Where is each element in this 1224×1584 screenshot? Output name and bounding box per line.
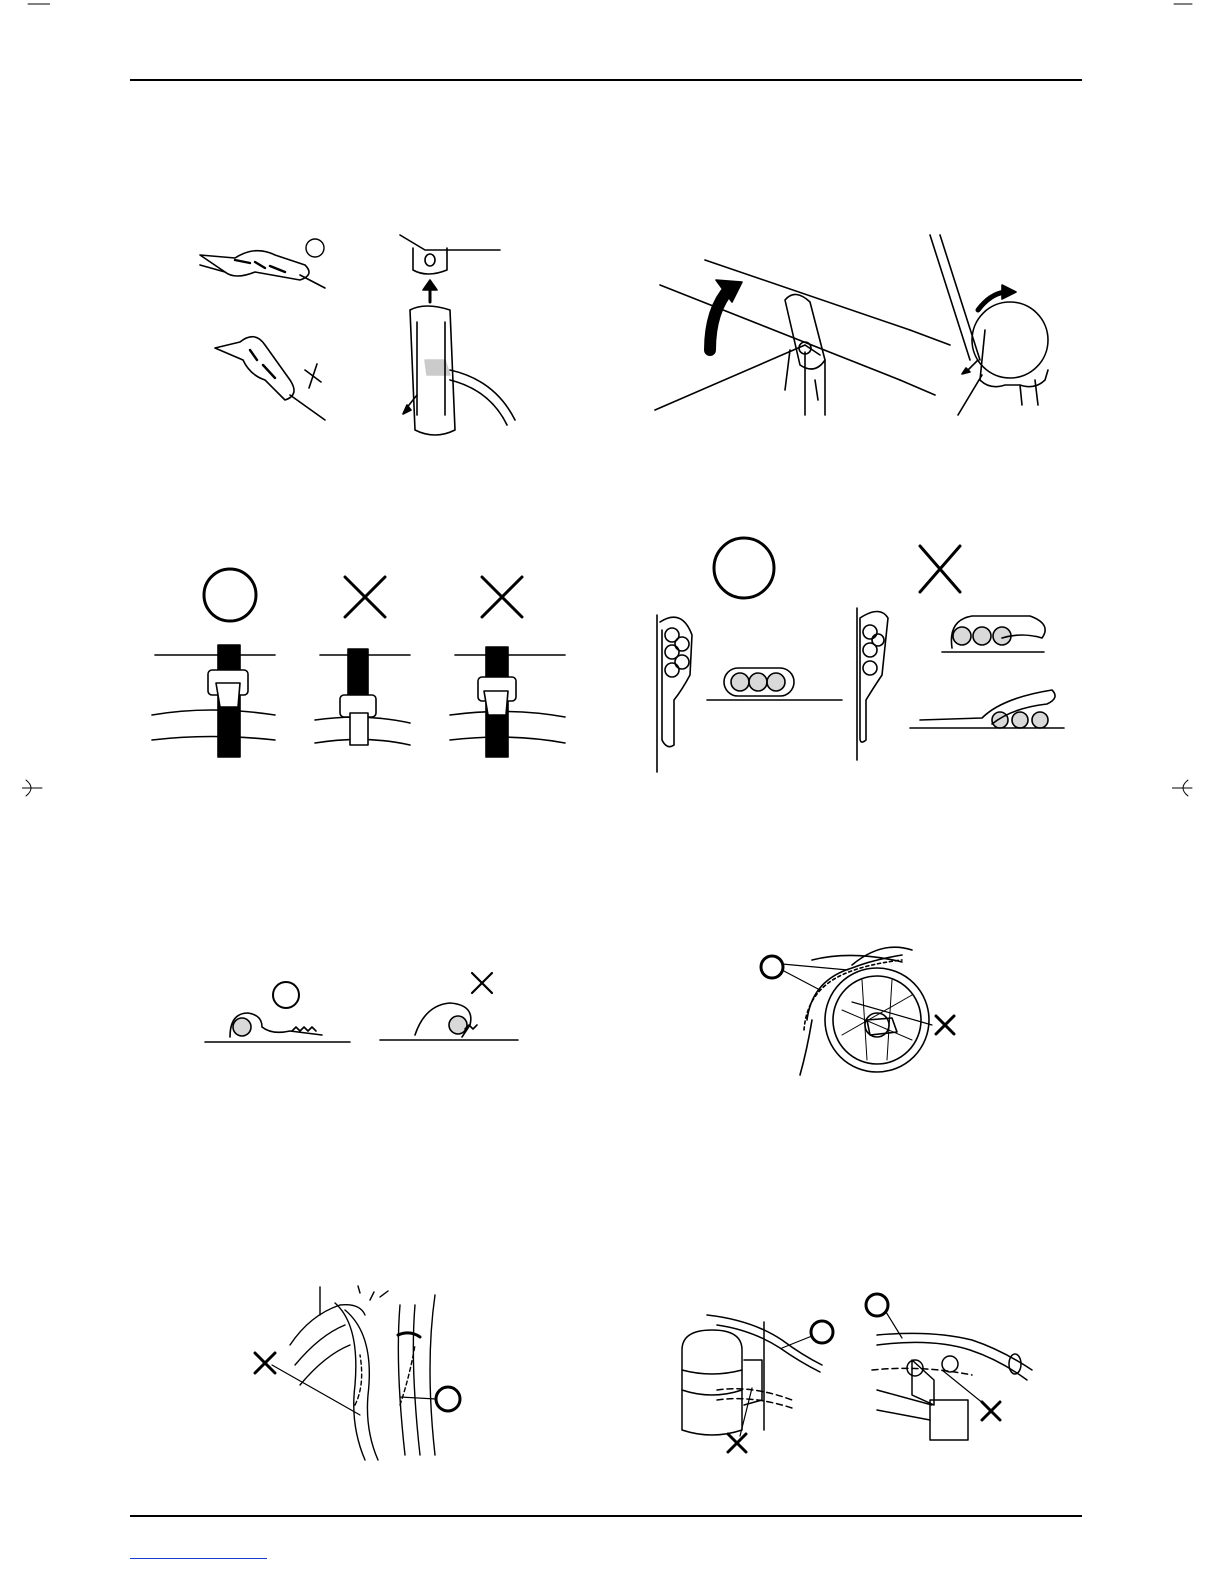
clamp-cross-section-drawing	[930, 235, 1048, 415]
figure-harness-bracket-clearance	[672, 1290, 1042, 1460]
incorrect-mark-x	[305, 364, 321, 388]
incorrect-mark-x	[728, 1434, 746, 1452]
harness-drawing	[290, 1286, 435, 1460]
bracket-left-drawing	[682, 1315, 822, 1435]
clip-pinch-incorrect-drawing	[380, 1003, 518, 1040]
pulley-drawing	[800, 947, 929, 1075]
clip-incorrect-vertical-drawing	[857, 608, 888, 760]
figure-clip-pinch	[200, 965, 520, 1055]
incorrect-mark-x	[982, 1402, 1000, 1420]
leader-lines	[740, 1312, 984, 1436]
incorrect-mark-x	[482, 577, 522, 617]
footer-rule	[130, 1515, 1082, 1517]
registration-mark-right	[1172, 778, 1196, 798]
figure-connector-insertion	[195, 230, 525, 430]
connector-incorrect-drawing	[215, 337, 325, 420]
correct-mark-circle	[273, 982, 299, 1008]
incorrect-mark-x	[345, 577, 385, 617]
connector-correct-drawing	[200, 251, 325, 288]
incorrect-mark-x	[936, 1016, 954, 1034]
band-incorrect-2-drawing	[450, 647, 565, 757]
figure-harness-interference	[250, 1285, 480, 1465]
rotate-arrow-right	[978, 285, 1016, 310]
correct-mark-circle	[306, 239, 324, 257]
clip-pinch-correct-drawing	[205, 1013, 350, 1042]
correct-mark-circle	[811, 1321, 833, 1343]
pipe-clamp-drawing	[655, 260, 950, 415]
band-correct-drawing	[152, 645, 275, 757]
registration-mark-left	[22, 778, 46, 798]
incorrect-mark-x	[920, 546, 960, 592]
figure-band-clip-engagement	[150, 565, 570, 765]
connector-bracket-drawing	[400, 235, 515, 435]
correct-mark-circle	[714, 538, 774, 598]
clip-correct-vertical-drawing	[657, 615, 692, 772]
correct-mark-circle	[204, 569, 256, 621]
figure-pulley-clearance	[752, 940, 972, 1090]
trim-mark-top-right	[1172, 0, 1202, 10]
clip-incorrect-ramp-drawing	[910, 690, 1064, 728]
figure-clamp-routing	[650, 230, 1070, 420]
correct-mark-circle	[761, 956, 783, 978]
header-rule	[130, 79, 1082, 81]
correct-mark-circle	[436, 1387, 460, 1411]
clip-correct-flat-drawing	[707, 668, 842, 700]
correct-mark-circle	[866, 1294, 888, 1316]
band-incorrect-1-drawing	[315, 649, 410, 745]
leader-lines	[782, 964, 932, 1025]
bracket-right-drawing	[872, 1333, 1032, 1440]
clip-incorrect-loose-drawing	[942, 616, 1045, 652]
figure-clip-wrapping	[652, 540, 1072, 780]
footer-link-underline	[130, 1558, 267, 1559]
trim-mark-top-left	[20, 0, 50, 10]
incorrect-mark-x	[255, 1353, 275, 1373]
incorrect-mark-x	[472, 973, 492, 993]
